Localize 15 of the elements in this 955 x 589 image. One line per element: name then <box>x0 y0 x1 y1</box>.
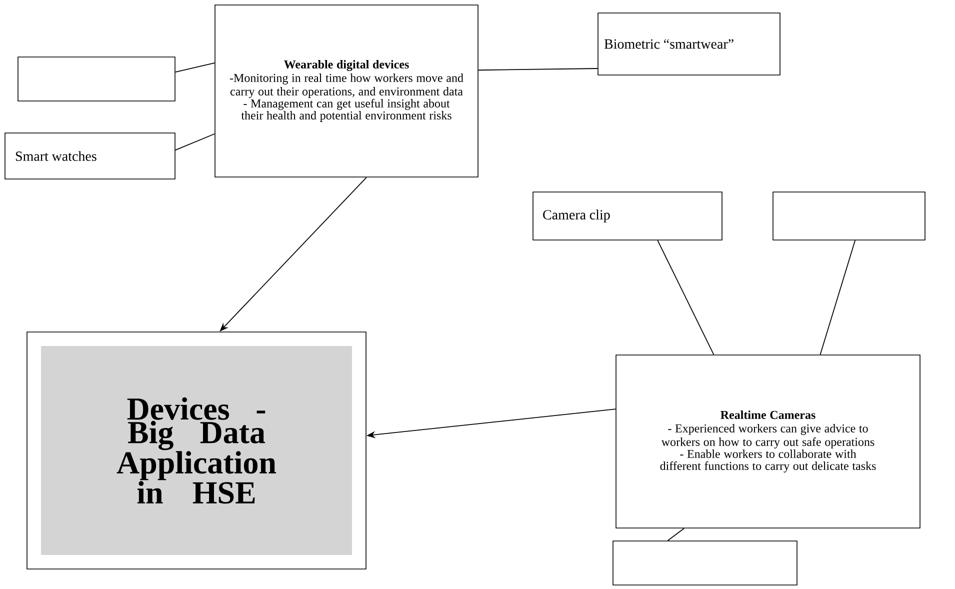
connector-line <box>174 62 216 73</box>
title-box: Devices - Big Data Application in HSE <box>26 332 366 570</box>
connector-line <box>820 240 856 356</box>
description-box: Wearable digital devices -Monitoring in real time how workers move and carry out their operations, and environment data - Management can get useful insight about their health and potential environment risks <box>214 4 478 178</box>
empty-box <box>18 56 176 102</box>
empty-box <box>772 192 926 240</box>
connector-line <box>657 240 714 356</box>
label-box: Smart watches <box>4 132 176 180</box>
empty-box <box>612 540 798 586</box>
label-box: Biometric “smartwear” <box>598 12 780 76</box>
connector-line <box>667 528 685 542</box>
connector-line <box>478 68 598 71</box>
description-box: Realtime Cameras - Experienced workers can give advice to workers on how to carry out safe operations - Enable workers to collaborate with different functions to carry out delicate tasks <box>616 354 920 528</box>
connector-line <box>174 133 216 150</box>
label-box: Camera clip <box>532 192 722 240</box>
